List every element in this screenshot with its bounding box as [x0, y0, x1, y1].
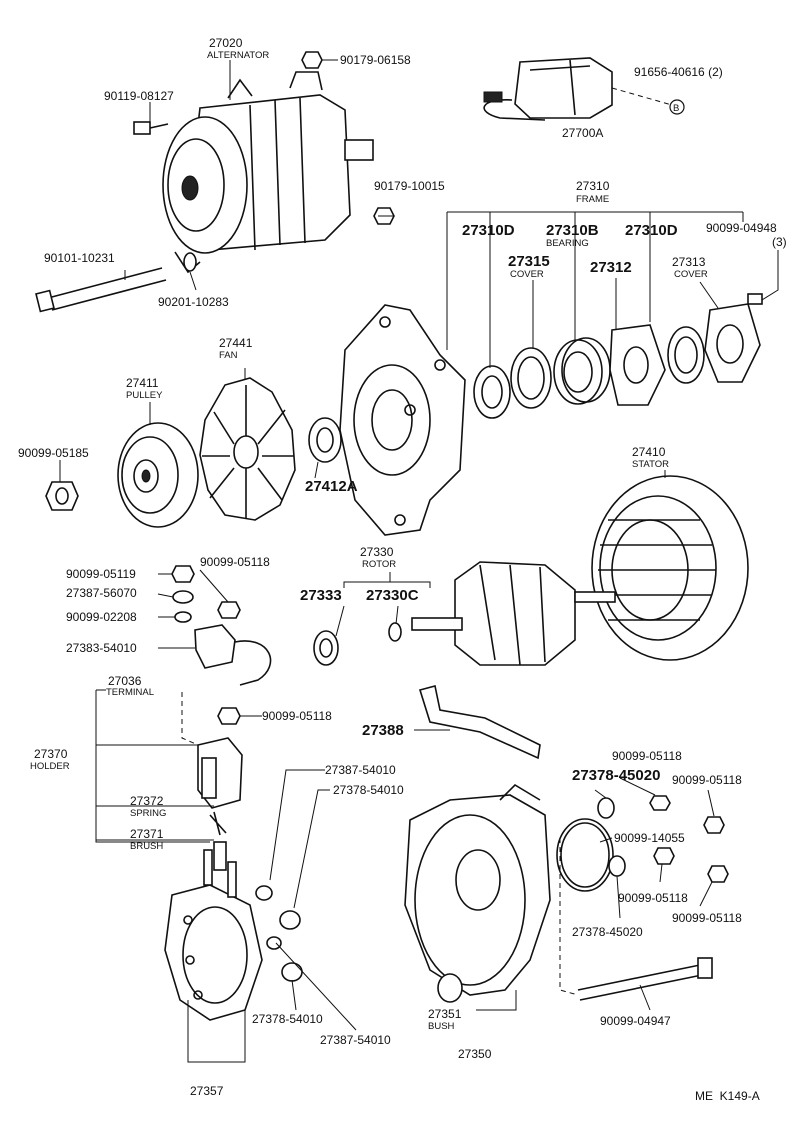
label-27350: 27350 — [458, 1047, 492, 1061]
label-cover-b: COVER — [674, 269, 708, 280]
label-27313: 27313 — [672, 255, 706, 269]
label-90099-05119: 90099-05119 — [66, 567, 136, 581]
rectifier-drawing — [164, 849, 263, 1021]
label-90099-04948: 90099-04948 — [706, 221, 777, 235]
label-holder: HOLDER — [30, 761, 70, 772]
label-27371: 27371 — [130, 827, 164, 841]
label-90179-10015: 90179-10015 — [374, 179, 445, 193]
alternator-hardware-drawing — [133, 51, 395, 272]
label-90101-10231: 90101-10231 — [44, 251, 115, 265]
label-stator: STATOR — [632, 459, 669, 470]
label-90179-06158: 90179-06158 — [340, 53, 411, 67]
label-27020: 27020 — [209, 36, 243, 50]
label-90099-14055: 90099-14055 — [614, 831, 685, 845]
label-27378-54010-a: 27378-54010 — [333, 783, 404, 797]
insulators-drawing — [255, 885, 303, 982]
pulley-drawing — [117, 422, 199, 528]
part-number-labels: 27020 ALTERNATOR 90179-06158 90119-08127… — [18, 36, 787, 1103]
label-27357: 27357 — [190, 1084, 224, 1098]
label-cover-a: COVER — [510, 269, 544, 280]
label-27310D-b: 27310D — [625, 222, 678, 239]
label-90099-05185: 90099-05185 — [18, 446, 89, 460]
label-27412A: 27412A — [305, 478, 358, 495]
frame-components-drawing — [473, 293, 763, 419]
terminal-bracket-drawing — [418, 685, 541, 760]
label-27330: 27330 — [360, 545, 394, 559]
label-27310B: 27310B — [546, 222, 599, 239]
callout-b-circle — [669, 99, 685, 115]
rear-end-frame-drawing — [404, 783, 551, 1003]
terminal-hardware-drawing — [171, 565, 272, 725]
label-27411: 27411 — [126, 376, 159, 390]
label-fan: FAN — [219, 350, 238, 361]
rear-hardware-drawing — [597, 795, 729, 883]
leader-lines — [59, 59, 779, 1063]
label-bush: BUSH — [428, 1021, 455, 1032]
pulley-nut-drawing — [45, 481, 79, 511]
rotor-bearing-drawing — [313, 622, 402, 666]
label-27372: 27372 — [130, 794, 164, 808]
label-27370: 27370 — [34, 747, 68, 761]
label-brush: BRUSH — [130, 841, 163, 852]
label-27378-54010-b: 27378-54010 — [252, 1012, 323, 1026]
label-90099-05118-b: 90099-05118 — [262, 709, 332, 723]
label-90099-05118-d: 90099-05118 — [672, 773, 742, 787]
label-27351: 27351 — [428, 1007, 462, 1021]
label-27387-54010-b: 27387-54010 — [320, 1033, 391, 1047]
label-27700A: 27700A — [562, 126, 603, 140]
footer-code: ME K149-A — [695, 1089, 760, 1103]
label-90099-02208: 90099-02208 — [66, 610, 137, 624]
label-90099-05118-a: 90099-05118 — [200, 555, 270, 569]
label-27310D-a: 27310D — [462, 222, 515, 239]
label-alternator: ALTERNATOR — [207, 50, 269, 61]
fan-drawing — [199, 377, 296, 521]
label-27388: 27388 — [362, 722, 404, 739]
label-91656-40616: 91656-40616 (2) — [634, 65, 723, 79]
label-rotor: ROTOR — [362, 559, 396, 570]
label-90119-08127: 90119-08127 — [104, 89, 174, 103]
label-27387-54010-a: 27387-54010 — [325, 763, 396, 777]
label-frame: FRAME — [576, 194, 609, 205]
rotor-drawing — [411, 561, 616, 666]
label-27383-54010: 27383-54010 — [66, 641, 137, 655]
label-27410: 27410 — [632, 445, 666, 459]
label-27315: 27315 — [508, 253, 550, 270]
label-bearing: BEARING — [546, 238, 589, 249]
drive-end-frame-drawing — [339, 304, 466, 536]
label-pulley: PULLEY — [126, 390, 163, 401]
spacer-drawing — [308, 417, 342, 463]
label-90099-05118-c: 90099-05118 — [612, 749, 682, 763]
label-90201-10283: 90201-10283 — [158, 295, 229, 309]
long-bolt-drawing — [35, 267, 167, 313]
label-27310: 27310 — [576, 179, 610, 193]
regulator-drawing — [483, 57, 613, 121]
label-spring: SPRING — [130, 808, 166, 819]
label-27036: 27036 — [108, 674, 142, 688]
label-callout-b: B — [673, 103, 679, 114]
label-90099-05118-e: 90099-05118 — [618, 891, 688, 905]
label-27378-45020-b: 27378-45020 — [572, 925, 643, 939]
label-quantity-3: (3) — [772, 235, 787, 249]
label-27378-45020-a: 27378-45020 — [572, 767, 660, 784]
label-terminal: TERMINAL — [106, 687, 154, 698]
label-27441: 27441 — [219, 336, 253, 350]
stator-drawing — [591, 475, 749, 661]
label-90099-04947: 90099-04947 — [600, 1014, 671, 1028]
label-27387-56070: 27387-56070 — [66, 586, 137, 600]
label-27312: 27312 — [590, 259, 632, 276]
alternator-drawing — [162, 71, 374, 274]
label-90099-05118-f: 90099-05118 — [672, 911, 742, 925]
o-ring-drawing — [556, 818, 614, 892]
brush-holder-drawing — [197, 737, 243, 871]
label-27333: 27333 — [300, 587, 342, 604]
through-bolt-drawing — [577, 957, 713, 1001]
label-27330C: 27330C — [366, 587, 419, 604]
